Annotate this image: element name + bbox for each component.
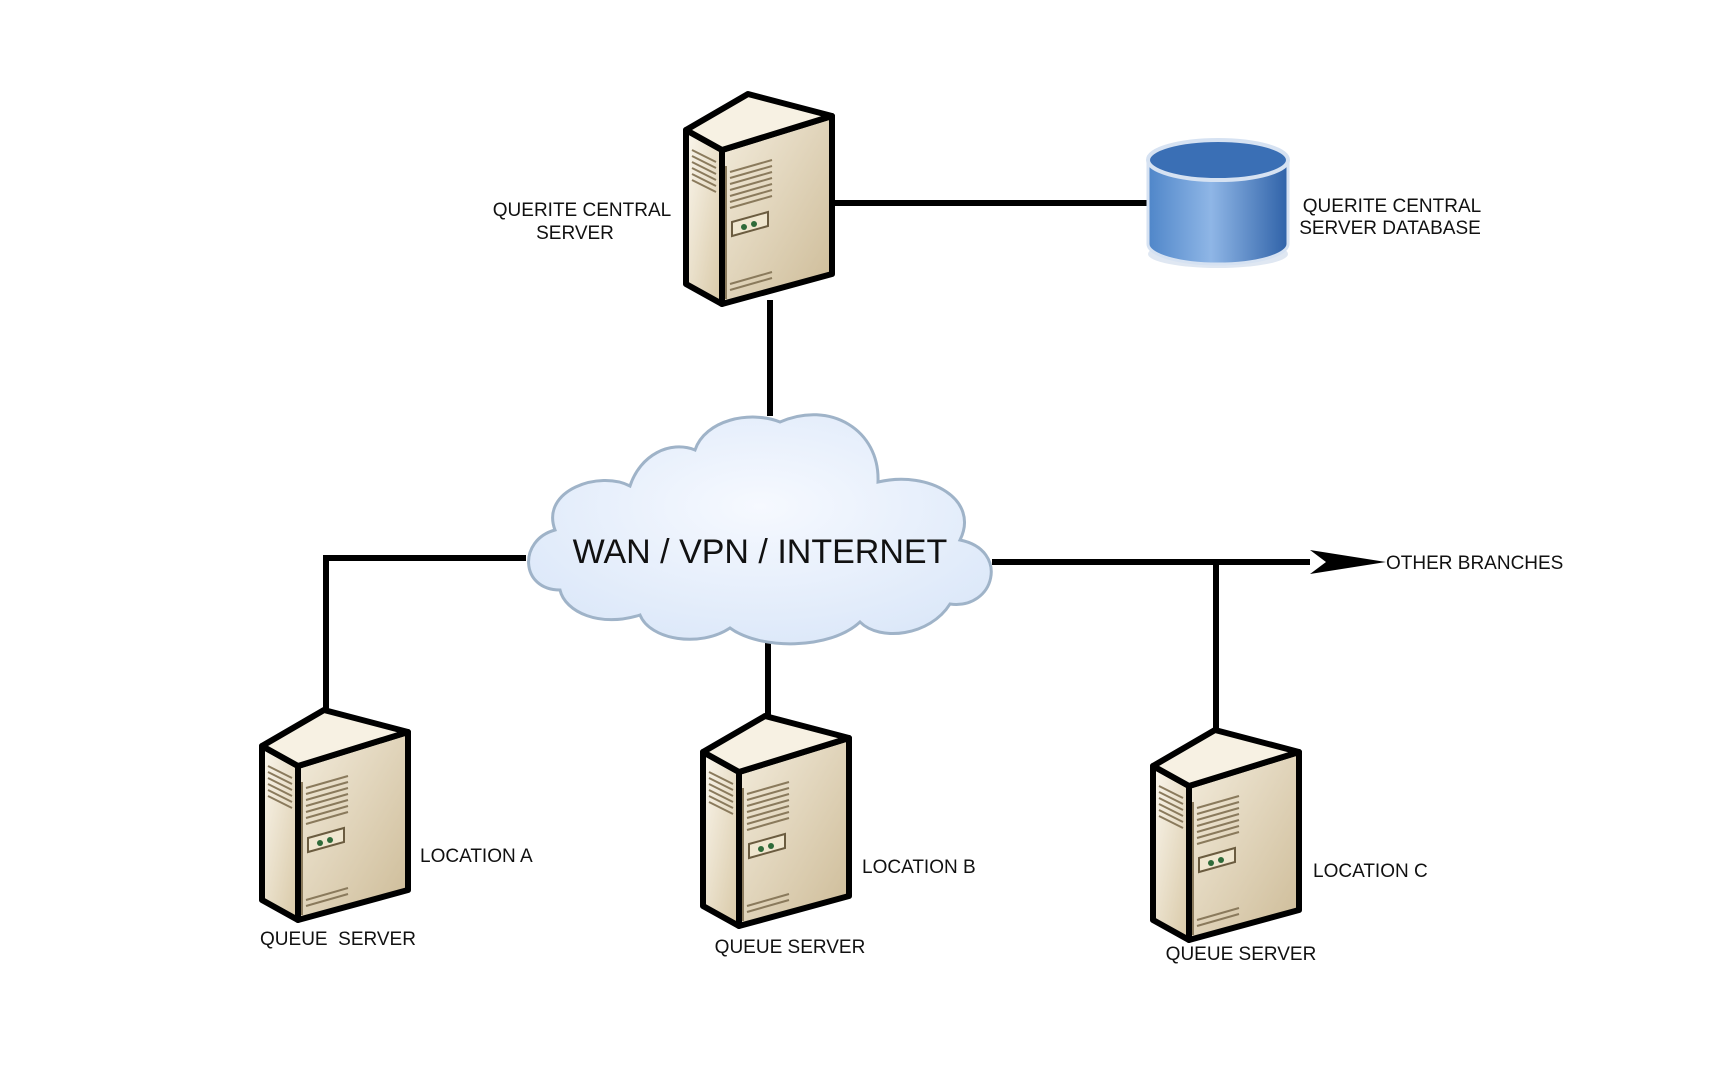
location-b-label: LOCATION B [862,857,976,878]
location-b-queue-server: LOCATION B QUEUE SERVER [703,716,976,958]
other-branches-label: OTHER BRANCHES [1386,553,1563,574]
server-tower-icon [686,94,832,304]
cloud-label: WAN / VPN / INTERNET [573,533,948,571]
database-label-line1: QUERITE CENTRAL [1303,196,1481,217]
central-database: QUERITE CENTRAL SERVER DATABASE [1146,138,1481,268]
cloud-icon [527,413,993,646]
location-a-label: LOCATION A [420,846,533,867]
location-a-role-label: QUEUE SERVER [260,929,416,950]
other-branches-arrowhead [1310,550,1386,574]
location-c-role-label: QUEUE SERVER [1166,944,1317,965]
central-server-label-line1: QUERITE CENTRAL [493,200,671,221]
database-cylinder-icon [1146,138,1290,268]
database-label-line2: SERVER DATABASE [1299,218,1481,239]
server-tower-icon [703,716,849,926]
location-c-label: LOCATION C [1313,861,1428,882]
server-tower-icon [1153,730,1299,940]
central-server: QUERITE CENTRAL SERVER [493,94,832,304]
location-b-role-label: QUEUE SERVER [715,937,866,958]
central-server-label-line2: SERVER [536,223,614,244]
cloud-to-location-a-link [323,555,526,710]
connections [323,200,1386,730]
location-a-queue-server: LOCATION A QUEUE SERVER [260,710,533,950]
location-c-queue-server: LOCATION C QUEUE SERVER [1153,730,1428,965]
server-tower-icon [262,710,408,920]
wan-cloud: WAN / VPN / INTERNET [527,413,993,646]
